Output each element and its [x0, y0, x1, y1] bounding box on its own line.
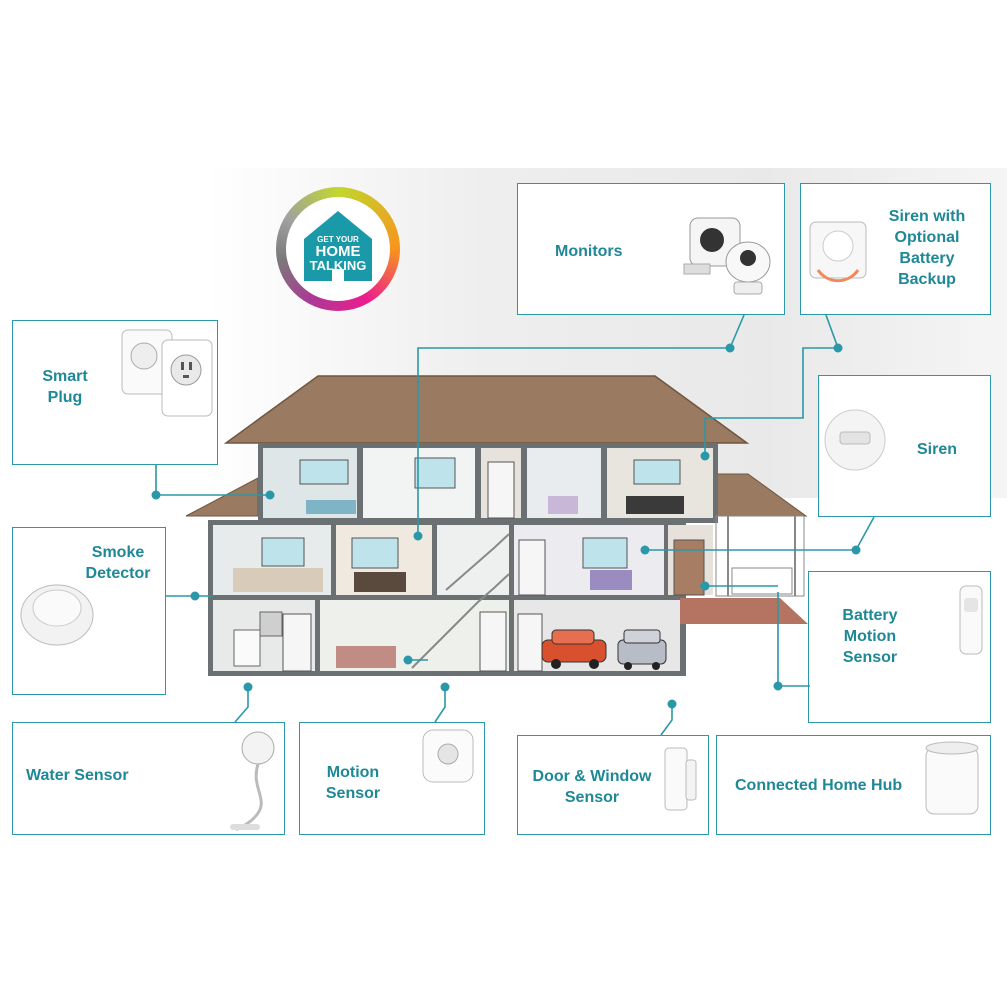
- motion-sensor-product-icon: [422, 729, 474, 783]
- card-water-sensor[interactable]: [12, 722, 285, 835]
- logo-line1: GET YOUR: [317, 235, 359, 244]
- label-siren: Siren: [917, 441, 958, 458]
- connected-home-hub-product-icon: [925, 741, 979, 815]
- smoke-detector-product-icon: [20, 584, 94, 646]
- logo-line3: TALKING: [309, 258, 367, 273]
- door-window-sensor-product-icon: [664, 747, 697, 811]
- siren-backup-product-icon: [809, 221, 867, 283]
- porch-brick-steps: [680, 598, 808, 624]
- left-porch-roof: [185, 477, 259, 517]
- siren-product-icon: [824, 409, 886, 471]
- room-stairwell-mid: [437, 525, 509, 595]
- water-sensor-product-icon: [230, 731, 275, 832]
- monitors-product-icon: [683, 217, 771, 295]
- logo-line2: HOME: [315, 243, 361, 260]
- house-logo-icon: [304, 211, 372, 281]
- main-roof: [223, 375, 750, 444]
- label-monitors: Monitors: [555, 243, 623, 260]
- label-connected-home-hub: Connected Home Hub: [735, 777, 903, 794]
- battery-motion-sensor-product-icon: [959, 585, 983, 655]
- label-water-sensor: Water Sensor: [26, 767, 129, 784]
- get-your-home-talking-logo: GET YOUR HOME TALKING: [276, 187, 400, 311]
- right-porch-roof: [715, 473, 808, 517]
- smart-plug-product-icon: [121, 329, 213, 417]
